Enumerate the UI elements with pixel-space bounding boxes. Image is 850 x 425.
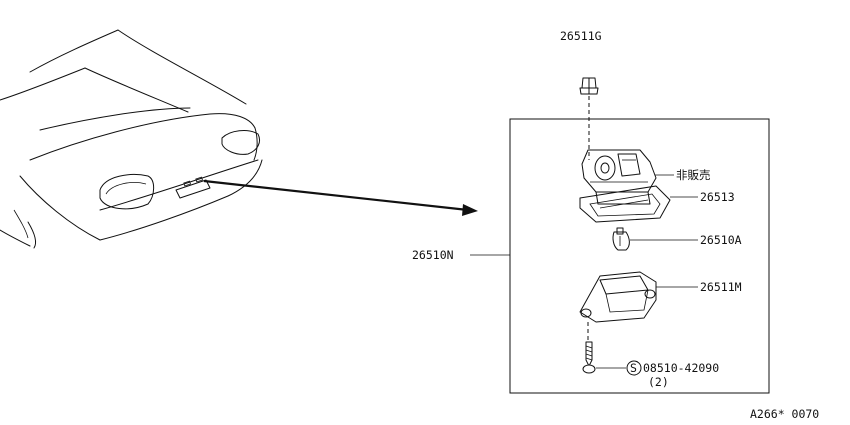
socket-part <box>581 149 657 205</box>
callout-bulb: 26510A <box>700 233 742 247</box>
bulb-part <box>612 227 630 251</box>
screw-symbol-circle <box>626 360 642 376</box>
clip-part <box>579 77 599 160</box>
callout-clip: 26511G <box>560 29 602 43</box>
housing-part <box>579 271 657 342</box>
callout-screw: 08510-42090 <box>643 361 719 375</box>
lens-part <box>579 185 671 223</box>
assembly-frame <box>509 118 770 394</box>
callout-assembly: 26510N <box>412 248 454 262</box>
callout-housing: 26511M <box>700 280 742 294</box>
car-rear-illustration <box>0 29 263 249</box>
leader-lines <box>470 174 698 369</box>
screw-symbol: S <box>630 361 637 375</box>
figure-code: A266* 0070 <box>750 407 819 421</box>
callout-lens: 26513 <box>700 190 735 204</box>
pointer-arrow <box>203 179 478 216</box>
screw-callout: S 08510-42090 (2) <box>626 360 719 389</box>
callout-not-sold: 非販売 <box>676 168 711 182</box>
callout-screw-qty: (2) <box>648 375 669 389</box>
screw-part <box>582 341 596 374</box>
